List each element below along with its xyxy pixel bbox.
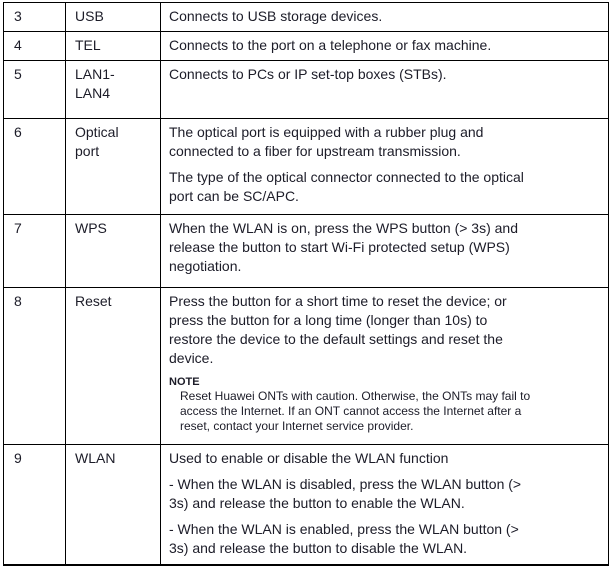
table-row-reset: 8 Reset Press the button for a short tim… — [3, 287, 609, 445]
row-label: USB — [65, 2, 161, 32]
row-description: Press the button for a short time to res… — [160, 287, 609, 445]
description-paragraph: When the WLAN is on, press the WPS butto… — [169, 220, 518, 274]
row-description: When the WLAN is on, press the WPS butto… — [160, 214, 609, 288]
row-label: Optical port — [65, 118, 161, 215]
row-number: 5 — [3, 60, 66, 119]
table-row-wlan: 9 WLAN Used to enable or disable the WLA… — [3, 444, 609, 566]
table-row-lan: 5 LAN1- LAN4 Connects to PCs or IP set-t… — [3, 60, 609, 119]
table-row-optical-port: 6 Optical port The optical port is equip… — [3, 118, 609, 215]
row-label: WPS — [65, 214, 161, 288]
row-number: 7 — [3, 214, 66, 288]
description-paragraph: The type of the optical connector connec… — [169, 169, 524, 204]
row-description: Connects to USB storage devices. — [160, 2, 609, 32]
row-number: 6 — [3, 118, 66, 215]
row-description: The optical port is equipped with a rubb… — [160, 118, 609, 215]
row-label: WLAN — [65, 444, 161, 566]
row-number: 3 — [3, 2, 66, 32]
row-label: LAN1- LAN4 — [65, 60, 161, 119]
description-paragraph: The optical port is equipped with a rubb… — [169, 124, 484, 159]
description-paragraph: Connects to PCs or IP set-top boxes (STB… — [169, 66, 447, 82]
row-label: Reset — [65, 287, 161, 445]
row-description: Connects to the port on a telephone or f… — [160, 31, 609, 61]
row-number: 9 — [3, 444, 66, 566]
description-paragraph: Connects to USB storage devices. — [169, 8, 383, 24]
description-paragraph: Connects to the port on a telephone or f… — [169, 37, 492, 53]
description-paragraph: Press the button for a short time to res… — [169, 293, 507, 366]
table-row-usb: 3 USB Connects to USB storage devices. — [3, 2, 609, 32]
row-number: 8 — [3, 287, 66, 445]
row-label: TEL — [65, 31, 161, 61]
row-number: 4 — [3, 31, 66, 61]
note-block: NOTE Reset Huawei ONTs with caution. Oth… — [169, 375, 599, 434]
note-title: NOTE — [169, 376, 200, 388]
description-paragraph: Used to enable or disable the WLAN funct… — [169, 450, 449, 466]
note-text: Reset Huawei ONTs with caution. Otherwis… — [180, 389, 531, 433]
table-row-wps: 7 WPS When the WLAN is on, press the WPS… — [3, 214, 609, 288]
description-paragraph: - When the WLAN is disabled, press the W… — [169, 476, 522, 511]
ports-description-table: 3 USB Connects to USB storage devices. 4… — [3, 2, 609, 566]
description-paragraph: - When the WLAN is enabled, press the WL… — [169, 521, 519, 556]
row-description: Connects to PCs or IP set-top boxes (STB… — [160, 60, 609, 119]
table-row-tel: 4 TEL Connects to the port on a telephon… — [3, 31, 609, 61]
row-description: Used to enable or disable the WLAN funct… — [160, 444, 609, 566]
